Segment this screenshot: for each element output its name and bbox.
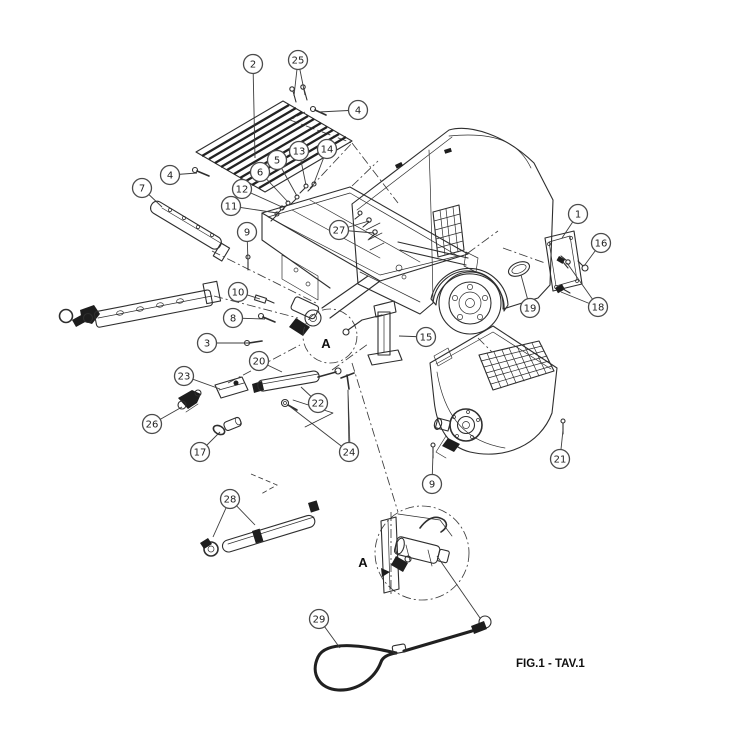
balloon-number: 21 [554,454,567,465]
jack-stand [342,300,403,366]
balloon-1 [567,203,589,225]
chassis-frame [261,186,479,364]
balloon-11 [220,195,242,217]
balloon-number: 1 [575,209,581,220]
balloon-10 [227,281,249,303]
drive-shaft [200,473,320,557]
vent-grille [433,206,464,256]
balloon-8 [222,307,244,329]
balloon-number: 8 [230,313,236,324]
oval-plate [507,261,531,277]
balloon-number: 26 [146,419,159,430]
fasteners [191,84,566,459]
balloon-13 [288,140,310,162]
balloon-number: 3 [204,338,210,349]
balloon-7 [131,177,153,199]
balloon-number: 17 [194,447,207,458]
leader-line [347,389,350,453]
balloon-number: 14 [321,144,334,155]
balloon-29 [308,608,330,630]
balloon-number: 9 [429,479,435,490]
wheel [438,271,502,335]
balloon-19 [519,297,541,319]
balloon-number: 4 [167,170,173,181]
balloon-number: 15 [420,332,433,343]
balloon-12 [231,178,253,200]
balloon-15 [415,326,437,348]
balloon-number: 23 [178,371,191,382]
balloon-number: 20 [253,356,266,367]
balloon-number: 6 [257,167,263,178]
detail-circle-a [374,505,481,619]
balloon-2 [242,53,264,75]
shackle-link [214,376,249,399]
detail-label: A [321,336,331,351]
balloon-number: 27 [333,225,346,236]
balloon-number: 9 [244,227,250,238]
balloon-4 [159,164,181,186]
wire-clip [292,399,334,428]
balloon-number: 22 [312,398,325,409]
figure-caption: FIG.1 - TAV.1 [516,658,585,670]
leader-line [287,404,350,453]
balloon-25 [287,49,309,71]
balloon-number: 24 [343,447,356,458]
machine-body [351,127,554,335]
balloon-number: 19 [524,303,537,314]
balloon-9 [421,473,443,495]
balloon-16 [590,232,612,254]
balloon-number: 25 [292,55,305,66]
balloons-layer: 2 25 4 4 7 13 14 56 12 11 9 27 1 16 18 19 10 8 3 15 20 23 22 26… [131,49,612,649]
balloon-17 [189,441,211,463]
labels-layer: AA [321,336,368,570]
drawbar-tube [58,280,222,328]
balloon-number: 11 [225,201,238,212]
hopper-mesh [480,342,553,389]
balloon-number: 29 [313,614,326,625]
balloon-14 [316,138,338,160]
balloon-number: 13 [293,146,306,157]
clevis-fork [177,389,202,413]
balloon-21 [549,448,571,470]
balloon-number: 28 [224,494,237,505]
balloon-number: 5 [274,155,280,166]
balloon-20 [248,350,270,372]
balloon-4 [347,99,369,121]
balloon-number: 18 [592,302,605,313]
balloon-26 [141,413,163,435]
balloon-9 [236,221,258,243]
balloon-number: 12 [236,184,249,195]
balloon-28 [219,488,241,510]
balloon-number: 16 [595,238,608,249]
panel-fasteners [555,255,589,294]
hopper [429,325,558,459]
balloon-18 [587,296,609,318]
balloon-number: 4 [355,105,361,116]
hitch-pin [212,416,242,436]
lift-cylinder [252,367,342,393]
balloon-5 [266,149,288,171]
balloon-24 [338,441,360,463]
leader-line [252,63,256,159]
balloon-number: 2 [250,59,256,70]
balloon-6 [249,161,271,183]
detail-label: A [358,555,368,570]
mounting-bracket [149,200,231,262]
balloon-22 [307,392,329,414]
balloon-27 [328,219,350,241]
balloon-3 [196,332,218,354]
balloon-number: 10 [232,287,245,298]
safety-cable [313,615,492,692]
balloon-number: 7 [139,183,145,194]
balloon-23 [173,365,195,387]
